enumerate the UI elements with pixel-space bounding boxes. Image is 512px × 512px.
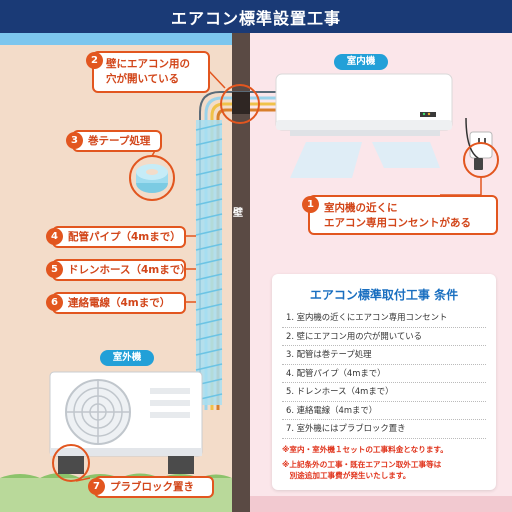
callout-7-number: 7 [88,478,105,495]
callout-outlet-line1: 室内機の近くに [324,202,398,214]
callout-4-number: 4 [46,228,63,245]
callout-wire: 連絡電線（4mまで） [52,292,186,314]
sky [0,33,232,45]
conditions-panel: エアコン標準取付工事 条件 1. 室内機の近くにエアコン専用コンセント 2. 壁… [272,274,496,490]
piping-bundle [195,91,295,410]
condition-item: 5. ドレンホース（4mまで） [282,383,486,402]
callout-drain: ドレンホース（4mまで） [52,259,191,281]
callout-wall-hole-line1: 壁にエアコン用の [106,58,190,70]
conditions-title: エアコン標準取付工事 条件 [309,288,459,302]
callout-pipe: 配管パイプ（4mまで） [52,226,186,248]
callout-drain-text: ドレンホース（4mまで） [68,264,191,276]
conditions-note: ※室内・室外機１セットの工事料金となります。 ※上記条外の工事・既在エアコン取外… [282,444,486,481]
note-line-3: 別途追加工事費が発生いたします。 [282,470,411,480]
airflow-left [290,142,362,178]
wall-label: 壁 [233,208,243,219]
indoor-unit [275,73,453,136]
note-line-2: ※上記条外の工事・既在エアコン取外工事等は [282,459,442,469]
wall-hole-marker [220,84,260,124]
plastic-block-left [58,456,84,474]
callout-wire-text: 連絡電線（4mまで） [68,297,171,309]
condition-item: 1. 室内機の近くにエアコン専用コンセント [282,309,486,328]
indoor-floor [250,496,512,512]
callout-5-number: 5 [46,261,63,278]
callout-pipe-text: 配管パイプ（4mまで） [68,231,181,243]
callout-outlet-line2: エアコン専用コンセントがある [324,217,471,229]
indoor-unit-label: 室内機 [334,54,388,70]
condition-item: 6. 連絡電線（4mまで） [282,402,486,420]
wall-hole [232,92,250,114]
condition-item: 4. 配管パイプ（4mまで） [282,365,486,383]
callout-tape: 巻テープ処理 [72,130,162,152]
callout-wall-hole-line2: 穴が開いている [106,73,180,85]
block-marker [52,444,90,482]
callout-wall-hole: 壁にエアコン用の 穴が開いている [92,51,210,93]
condition-item: 2. 壁にエアコン用の穴が開いている [282,328,486,346]
airflow-right [372,142,440,168]
conditions-list: 1. 室内機の近くにエアコン専用コンセント 2. 壁にエアコン用の穴が開いている… [282,309,486,439]
wall-column [232,33,250,512]
callout-block: プラブロック置き [94,476,214,498]
callout-3-number: 3 [66,132,83,149]
callout-outlet: 室内機の近くに エアコン専用コンセントがある [308,195,498,235]
callout-6-number: 6 [46,294,63,311]
callout-tape-text: 巻テープ処理 [88,135,151,147]
note-line-1: ※室内・室外機１セットの工事料金となります。 [282,444,448,454]
plastic-block-right [168,456,194,474]
callout-2-number: 2 [86,52,103,69]
page-title: エアコン標準設置工事 [0,0,512,33]
outdoor-unit-label: 室外機 [100,350,154,366]
power-outlet [465,117,493,170]
condition-item: 3. 配管は巻テープ処理 [282,346,486,365]
callout-block-text: プラブロック置き [110,481,194,493]
condition-item: 7. 室外機にはプラブロック置き [282,420,486,439]
tape-roll [136,164,168,193]
outdoor-unit [49,371,203,457]
callout-1-number: 1 [302,196,319,213]
